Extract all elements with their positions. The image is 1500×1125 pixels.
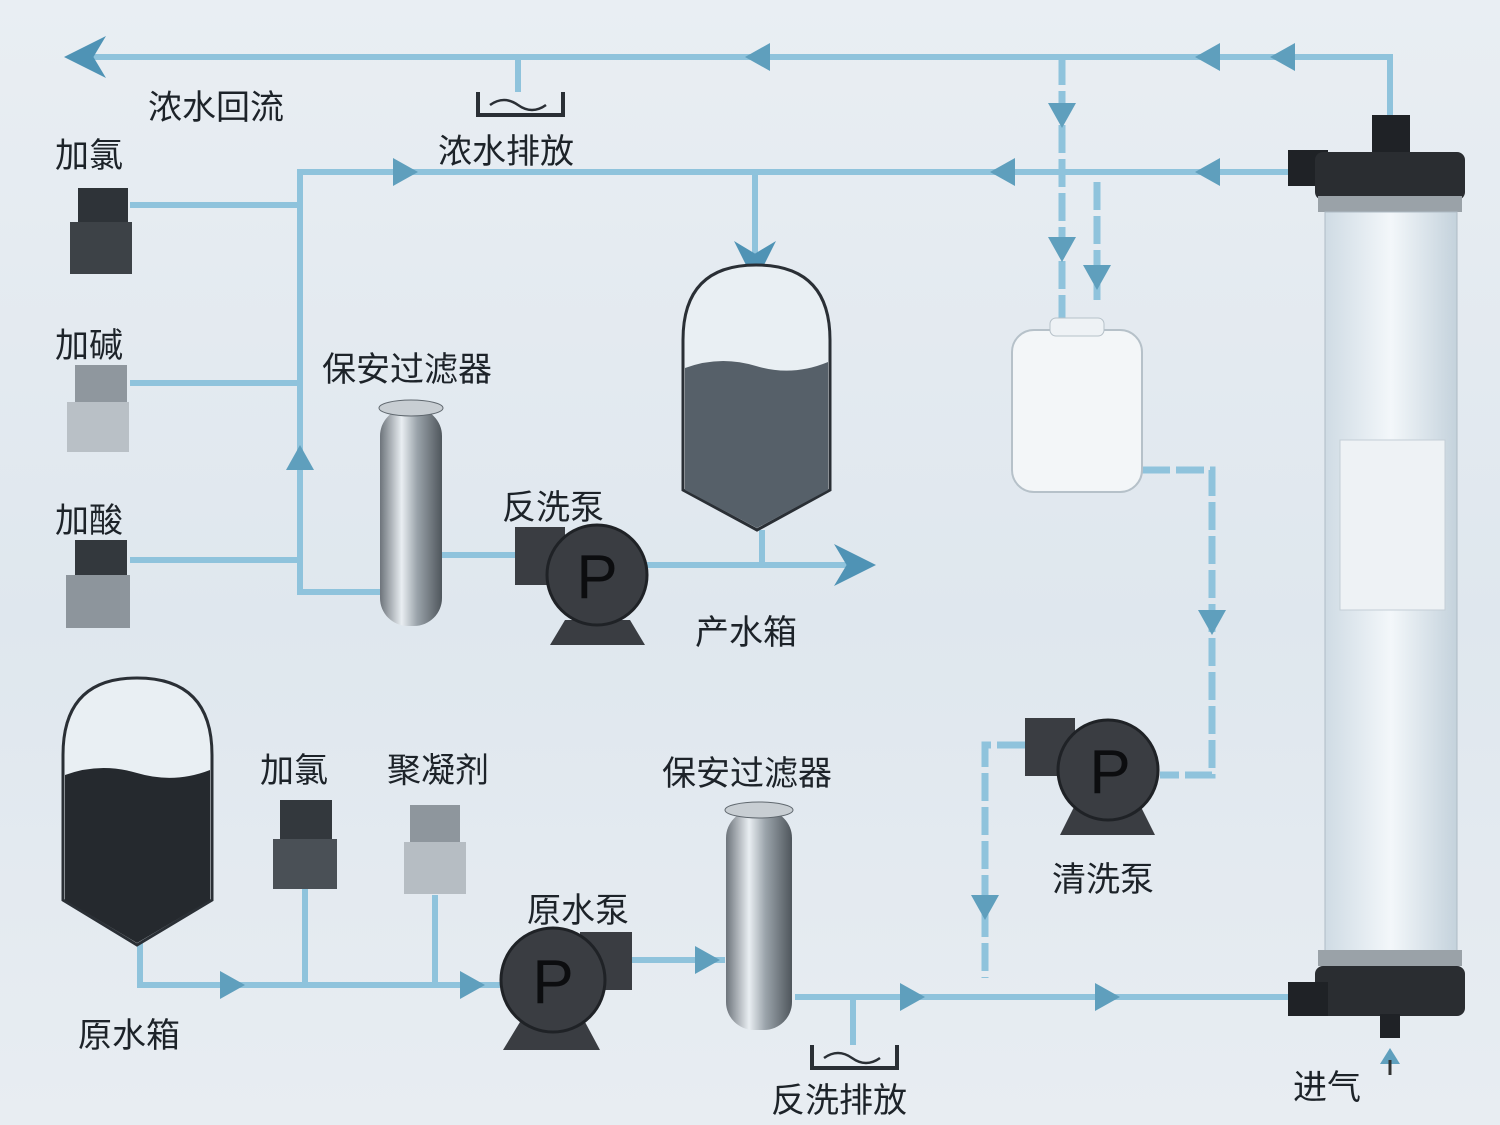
raw-water-tank <box>61 676 214 947</box>
flow-arrows <box>220 43 1400 1064</box>
label-concentrate-return: 浓水回流 <box>148 88 284 128</box>
security-filter-bottom <box>724 801 794 1030</box>
label-security-filter-top: 保安过滤器 <box>322 350 492 390</box>
label-backwash-discharge: 反洗排放 <box>771 1081 907 1121</box>
label-coagulant: 聚凝剂 <box>387 751 489 791</box>
raw-water-pump-icon <box>499 926 632 1050</box>
product-tank <box>681 263 832 532</box>
dosing-boxes <box>66 188 466 894</box>
label-acid: 加酸 <box>55 501 123 541</box>
backwash-pump-icon <box>515 523 649 645</box>
label-air-inlet: 进气 <box>1293 1068 1361 1108</box>
label-raw-tank: 原水箱 <box>78 1016 180 1056</box>
label-product-tank: 产水箱 <box>695 613 797 653</box>
raw-feed-pipe <box>137 935 500 988</box>
label-cleaning-pump: 清洗泵 <box>1052 860 1154 900</box>
label-raw-pump: 原水泵 <box>527 891 629 931</box>
pump-symbol: P <box>532 948 573 1017</box>
label-backwash-pump: 反洗泵 <box>502 488 604 528</box>
label-alkali: 加碱 <box>55 326 123 366</box>
label-concentrate-discharge: 浓水排放 <box>438 132 574 172</box>
security-filter-top <box>378 399 444 626</box>
cleaning-tank <box>1011 317 1143 493</box>
drain-tray-icon <box>810 1045 899 1070</box>
uf-membrane-module <box>1288 115 1465 1038</box>
label-chlorine-top: 加氯 <box>55 136 123 176</box>
pump-symbol: P <box>576 543 617 612</box>
label-security-filter-bottom: 保安过滤器 <box>662 754 832 794</box>
drain-tray-icon <box>476 92 565 117</box>
cleaning-pump-icon <box>1025 718 1160 835</box>
label-chlorine-bottom: 加氯 <box>260 751 328 791</box>
dashed-pipes <box>981 57 1216 978</box>
pump-symbol: P <box>1089 738 1130 807</box>
